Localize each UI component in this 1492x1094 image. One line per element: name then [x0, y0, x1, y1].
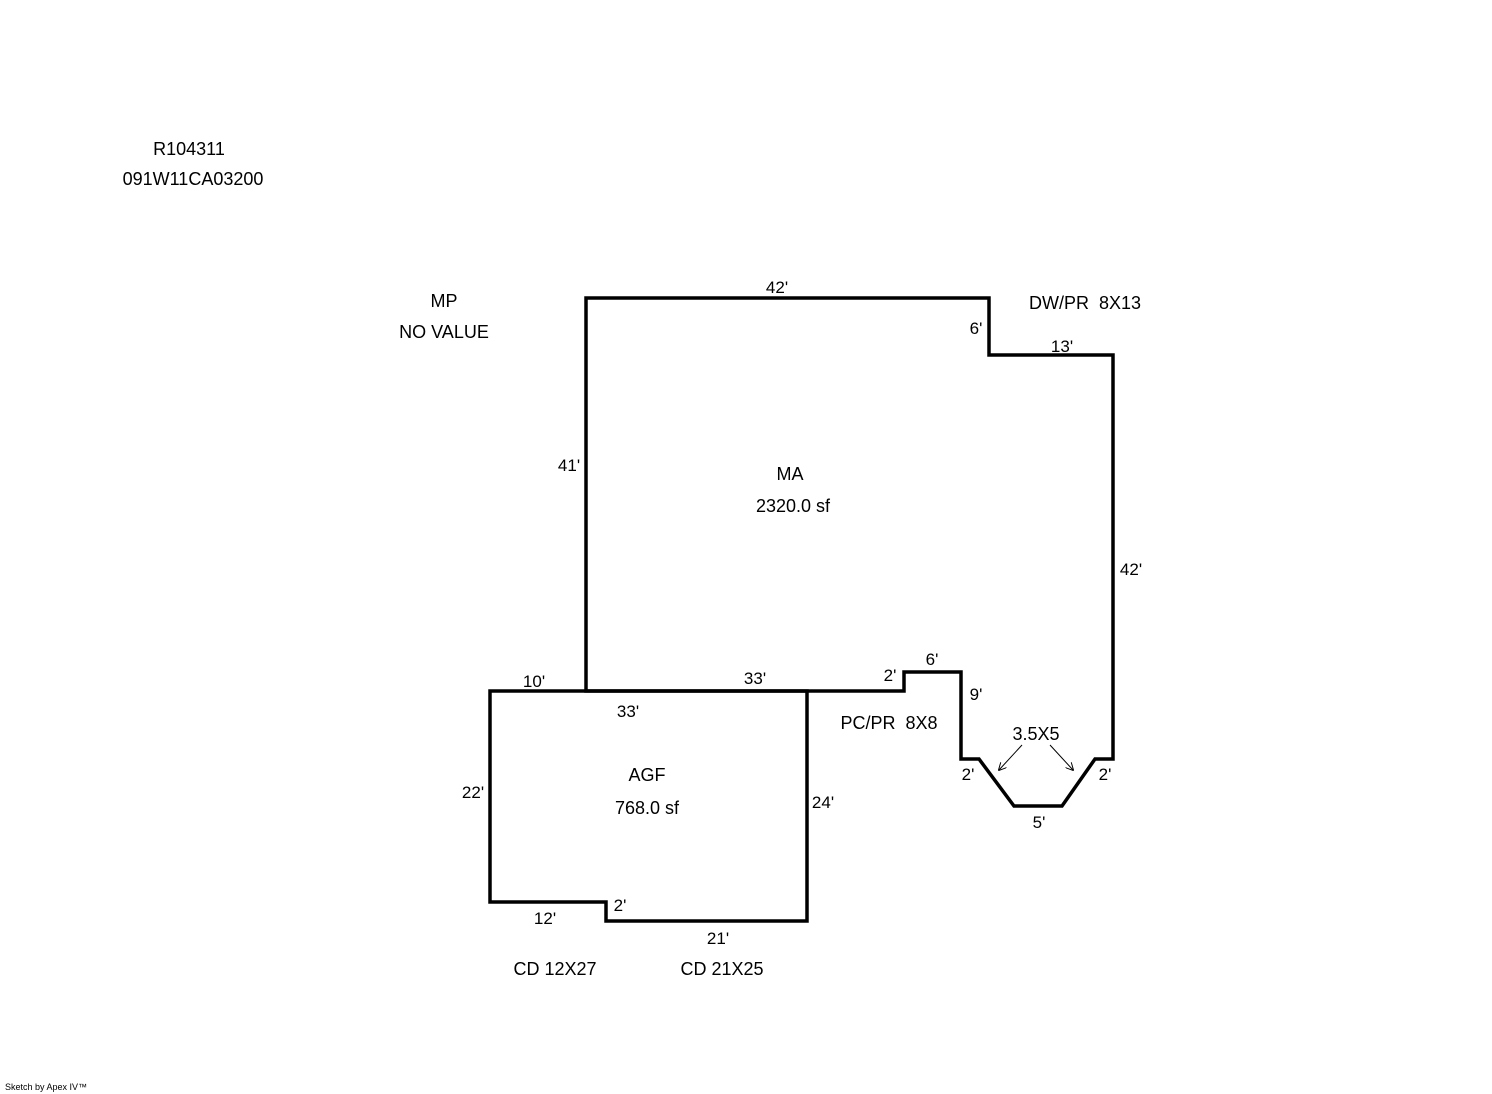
- porch-label: PC/PR 8X8: [840, 713, 937, 733]
- main-area-code: MA: [777, 464, 804, 484]
- dim-bay-right: 2': [1099, 765, 1112, 784]
- garage-outline: [488, 689, 809, 923]
- dim-porch-side: 9': [970, 685, 983, 704]
- dim-bay-bottom: 5': [1033, 813, 1046, 832]
- dim-main-left: 41': [558, 456, 580, 475]
- sketch-credit: Sketch by Apex IV™: [5, 1082, 87, 1092]
- dim-main-top: 42': [766, 278, 788, 297]
- garage-code: AGF: [628, 765, 665, 785]
- dim-main-step-down: 6': [970, 319, 983, 338]
- dim-bay-left: 2': [962, 765, 975, 784]
- garage-area-size: 768.0 sf: [615, 798, 680, 818]
- dim-porch-top: 6': [926, 650, 939, 669]
- deck-label-1: CD 12X27: [513, 959, 596, 979]
- bay-arrow-left: [999, 744, 1023, 770]
- mp-value: NO VALUE: [399, 322, 489, 342]
- bay-label: 3.5X5: [1012, 724, 1059, 744]
- dim-garage-bottom-left: 12': [534, 909, 556, 928]
- parcel-id: R104311: [153, 139, 225, 159]
- map-number: 091W11CA03200: [123, 169, 264, 189]
- dim-garage-bottom-right: 21': [707, 929, 729, 948]
- driveway-label: DW/PR 8X13: [1029, 293, 1141, 313]
- deck-label-2: CD 21X25: [680, 959, 763, 979]
- dim-porch-step-up: 2': [884, 666, 897, 685]
- dim-main-step-across: 13': [1051, 337, 1073, 356]
- dim-main-bottom: 33': [744, 669, 766, 688]
- dim-garage-right: 24': [812, 793, 834, 812]
- main-area-size: 2320.0 sf: [756, 496, 831, 516]
- mp-code: MP: [431, 291, 458, 311]
- dim-main-right: 42': [1120, 560, 1142, 579]
- dim-garage-left: 22': [462, 783, 484, 802]
- dim-garage-top-left: 10': [523, 672, 545, 691]
- dim-garage-top: 33': [617, 702, 639, 721]
- dim-garage-step: 2': [614, 896, 627, 915]
- main-area-outline: [584, 296, 1115, 808]
- bay-arrow-right: [1049, 744, 1073, 770]
